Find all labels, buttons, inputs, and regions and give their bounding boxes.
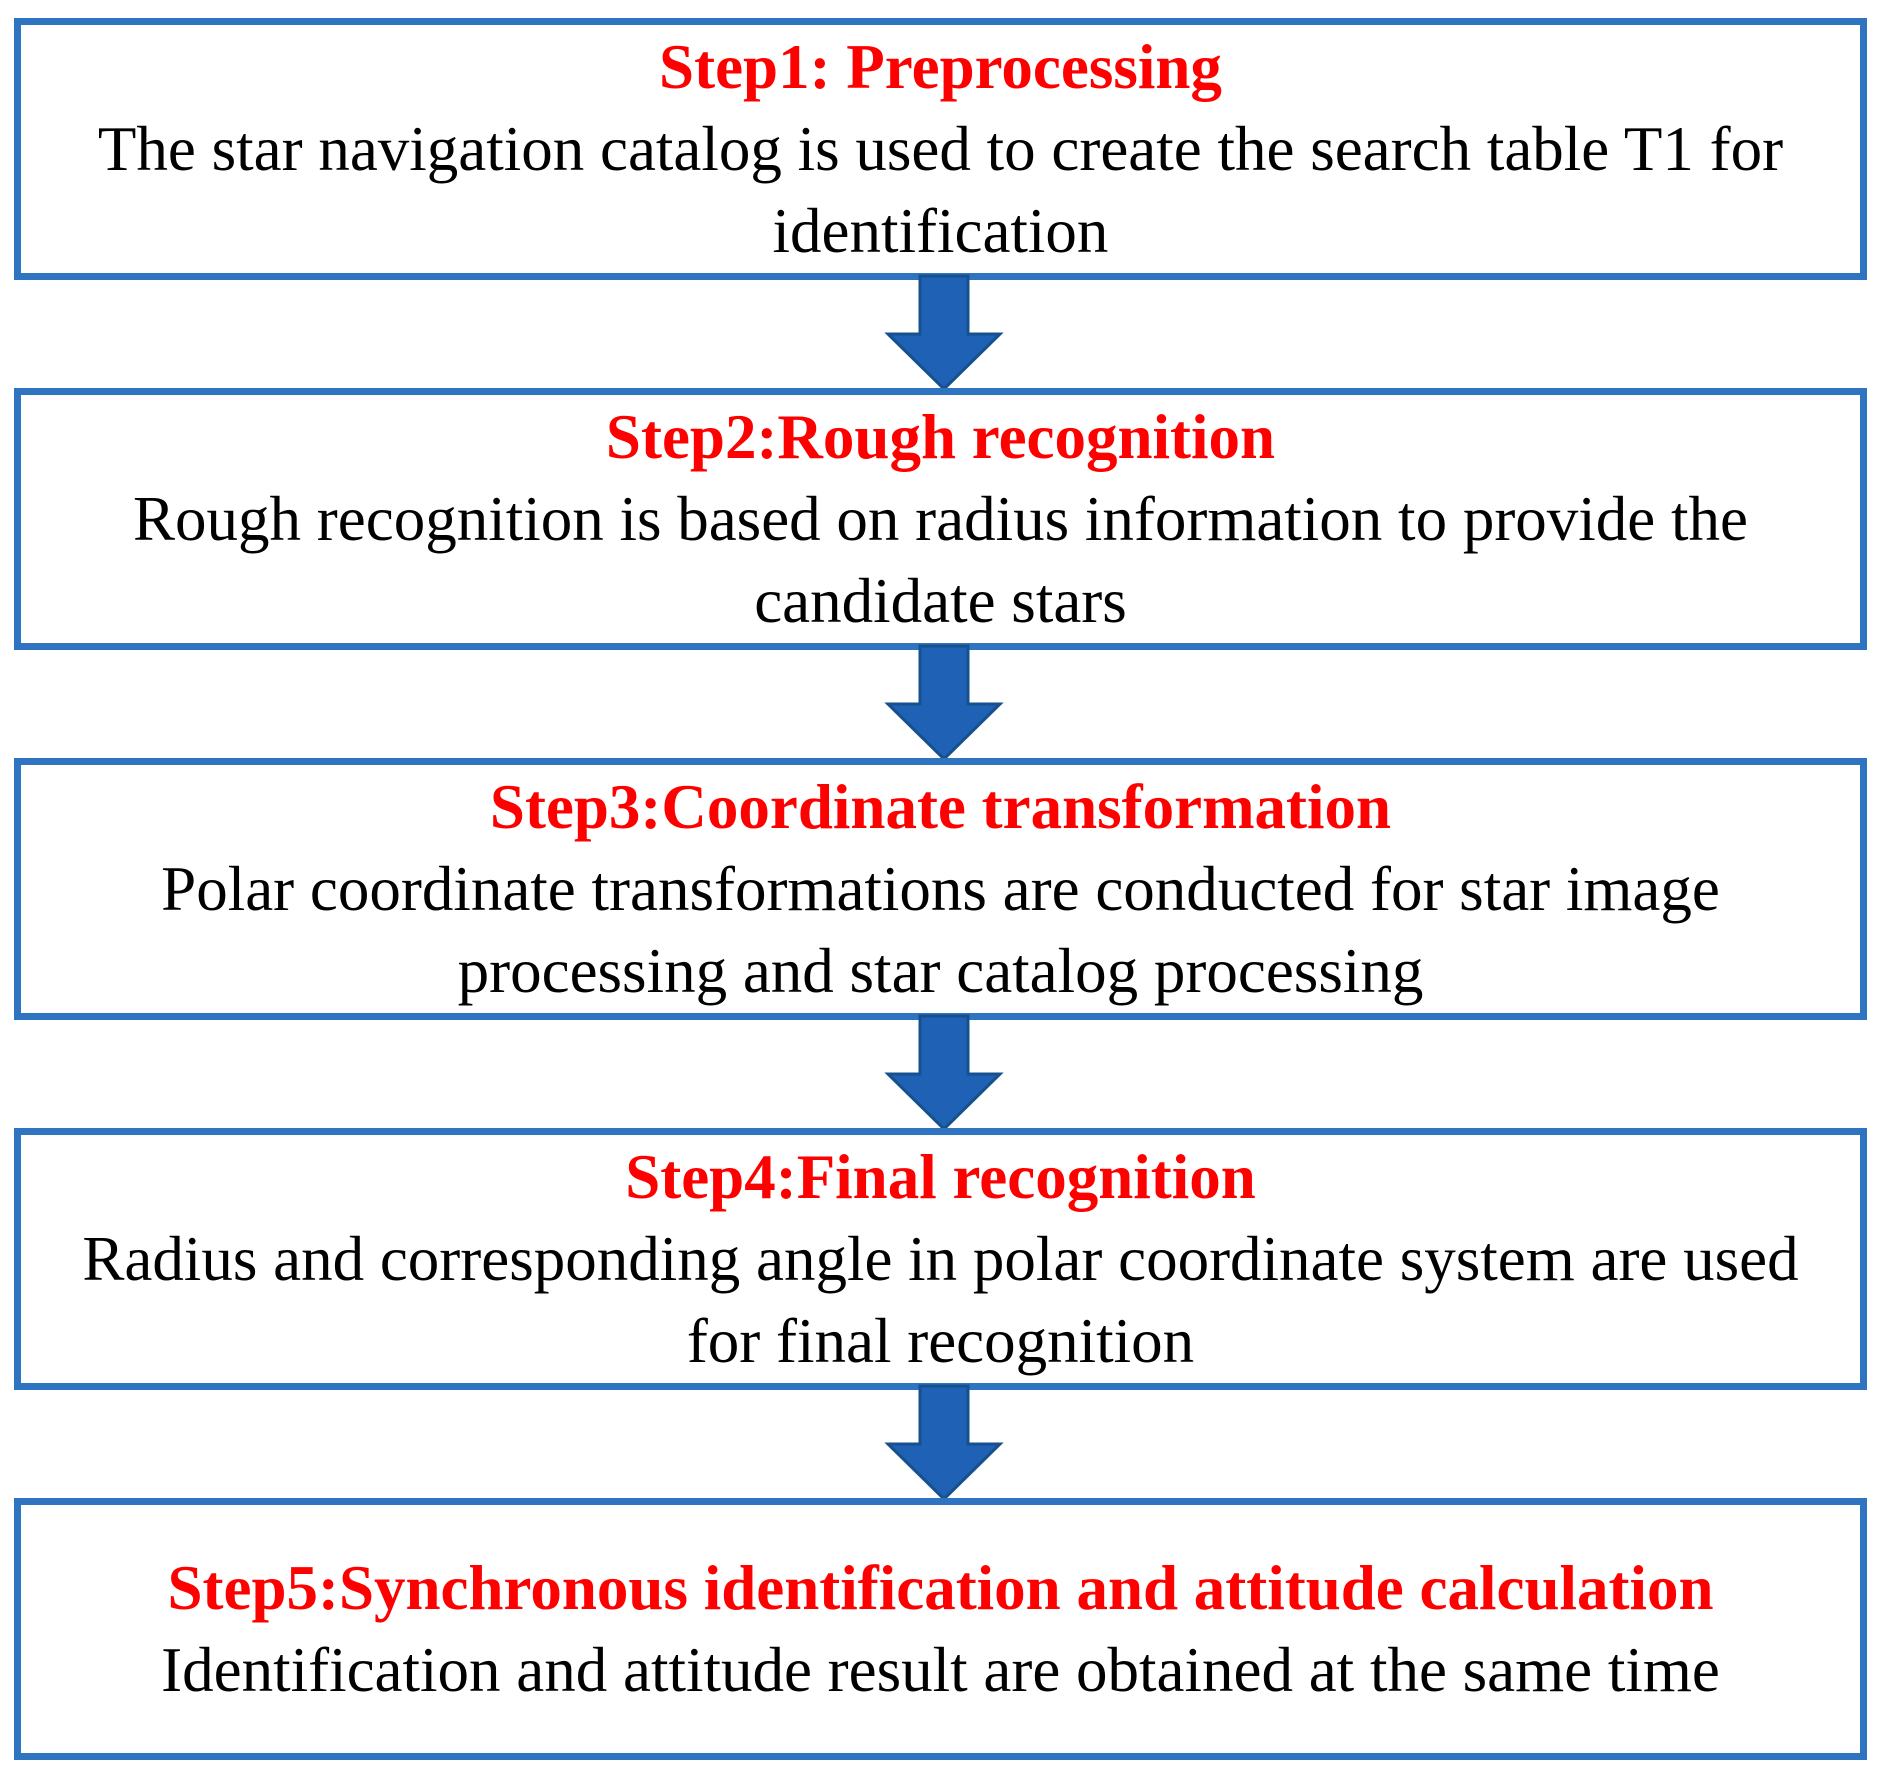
step4-title: Step4:Final recognition xyxy=(625,1142,1256,1212)
step2-title: Step2:Rough recognition xyxy=(605,402,1276,472)
down-arrow-icon xyxy=(884,644,1004,762)
step4-box: Step4:Final recognition Radius and corre… xyxy=(14,1128,1867,1390)
step3-box: Step3:Coordinate transformation Polar co… xyxy=(14,758,1867,1020)
step5-title: Step5:Synchronous identification and att… xyxy=(167,1553,1714,1623)
step3-title: Step3:Coordinate transformation xyxy=(489,772,1392,842)
step1-title: Step1: Preprocessing xyxy=(659,32,1222,102)
down-arrow-icon xyxy=(884,1014,1004,1132)
step2-box: Step2:Rough recognition Rough recognitio… xyxy=(14,388,1867,650)
step3-description: Polar coordinate transformations are con… xyxy=(161,854,1720,1006)
down-arrow-icon xyxy=(884,1384,1004,1502)
step1-description: The star navigation catalog is used to c… xyxy=(97,114,1784,266)
step1-box: Step1: Preprocessing The star navigation… xyxy=(14,18,1867,280)
step4-description: Radius and corresponding angle in polar … xyxy=(82,1224,1799,1376)
step5-description: Identification and attitude result are o… xyxy=(161,1635,1720,1705)
step2-description: Rough recognition is based on radius inf… xyxy=(133,484,1748,636)
step5-box: Step5:Synchronous identification and att… xyxy=(14,1498,1867,1760)
down-arrow-icon xyxy=(884,274,1004,392)
